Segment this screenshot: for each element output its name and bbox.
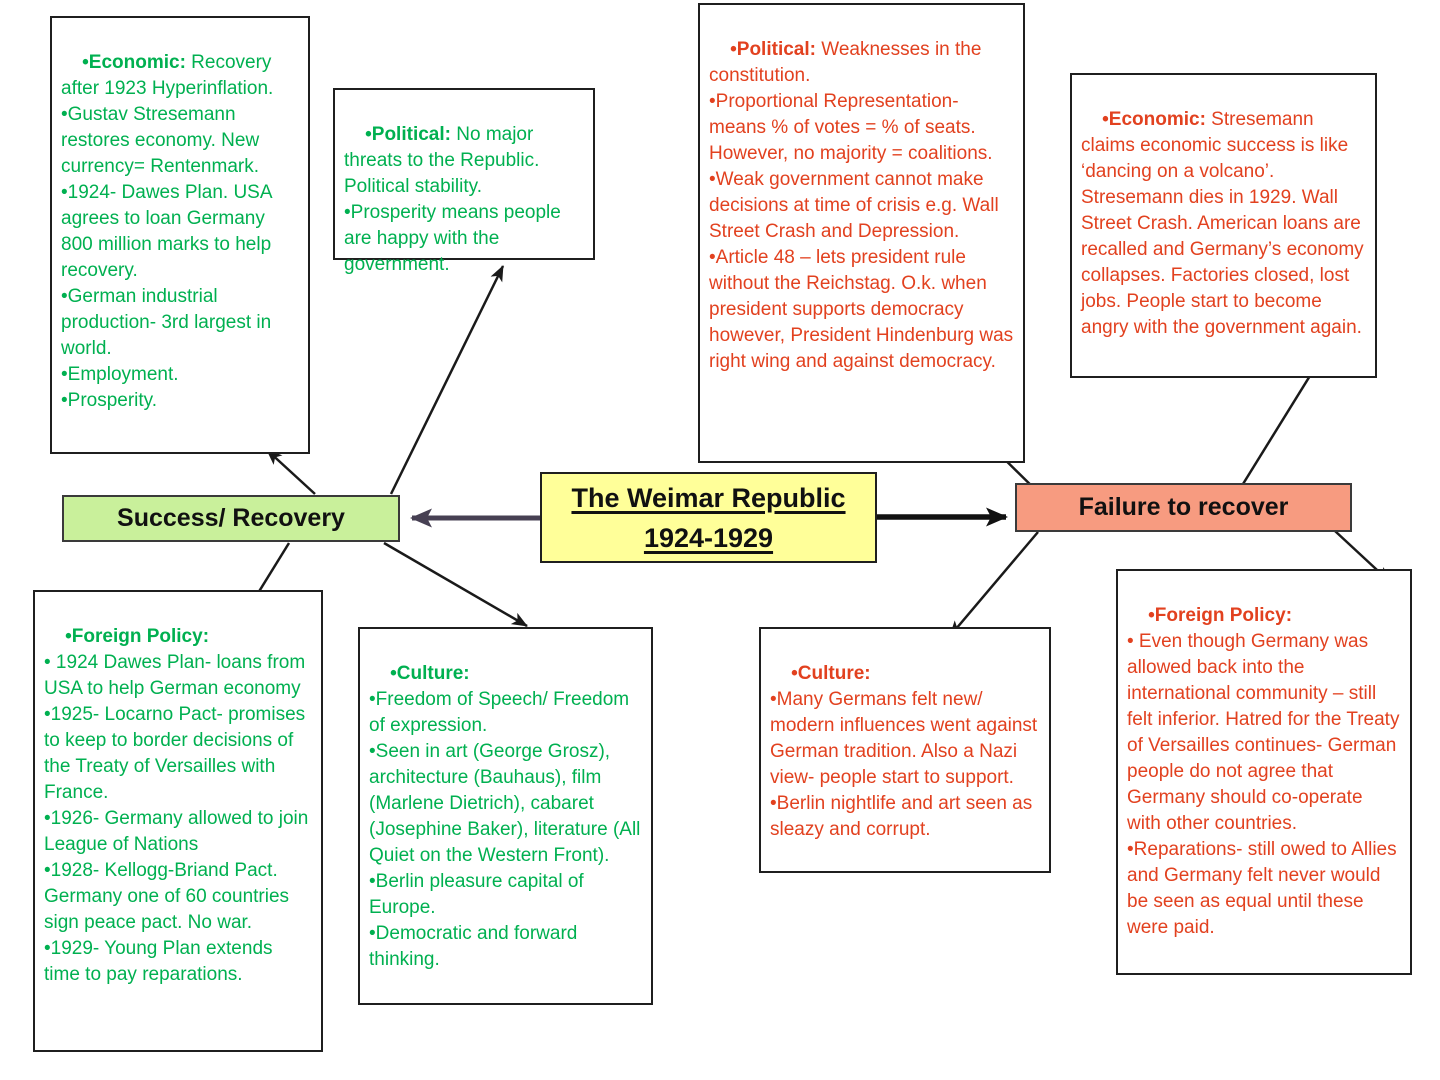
failure-culture-text: •Many Germans felt new/ modern influence… xyxy=(770,689,1038,840)
title-line-1: The Weimar Republic xyxy=(571,482,846,513)
success-recovery-label: Success/ Recovery xyxy=(62,495,400,542)
success-foreign-policy-text: • 1924 Dawes Plan- loans from USA to hel… xyxy=(44,652,309,985)
success-political-box: •Political: No major threats to the Repu… xyxy=(333,88,595,275)
success-recovery-label-text: Success/ Recovery xyxy=(117,504,345,532)
failure-foreign-policy-heading: •Foreign Policy: xyxy=(1148,605,1293,626)
failure-to-recover-label: Failure to recover xyxy=(1015,483,1352,532)
failure-political-text: Weaknesses in the constitution. •Proport… xyxy=(709,39,1014,372)
success-economic-text: Recovery after 1923 Hyperinflation. •Gus… xyxy=(61,52,274,411)
failure-to-recover-label-text: Failure to recover xyxy=(1078,493,1289,521)
central-title-box: The Weimar Republic 1924-1929 xyxy=(540,472,877,563)
title-line-2: 1924-1929 xyxy=(643,522,774,553)
success-foreign-policy-heading: •Foreign Policy: xyxy=(65,626,210,647)
failure-economic-text: Stresemann claims economic success is li… xyxy=(1081,109,1369,338)
failure-culture-box: •Culture: •Many Germans felt new/ modern… xyxy=(759,627,1051,873)
failure-foreign-policy-box: •Foreign Policy: • Even though Germany w… xyxy=(1116,569,1412,975)
success-economic-box: •Economic: Recovery after 1923 Hyperinfl… xyxy=(50,16,310,454)
success-culture-heading: •Culture: xyxy=(390,663,470,684)
failure-political-heading: •Political: xyxy=(730,39,816,60)
failure-economic-heading: •Economic: xyxy=(1102,109,1206,130)
failure-economic-box: •Economic: Stresemann claims economic su… xyxy=(1070,73,1377,378)
success-economic-heading: •Economic: xyxy=(82,52,186,73)
success-culture-box: •Culture: •Freedom of Speech/ Freedom of… xyxy=(358,627,653,1005)
success-foreign-policy-box: •Foreign Policy: • 1924 Dawes Plan- loan… xyxy=(33,590,323,1052)
success-political-text: No major threats to the Republic. Politi… xyxy=(344,124,561,275)
success-political-heading: •Political: xyxy=(365,124,451,145)
arrow-success-to-economic xyxy=(266,449,316,495)
failure-political-box: •Political: Weaknesses in the constituti… xyxy=(698,3,1025,463)
arrow-success-to-political xyxy=(389,265,505,495)
failure-culture-heading: •Culture: xyxy=(791,663,871,684)
arrow-failure-to-culture xyxy=(949,531,1039,637)
success-culture-text: •Freedom of Speech/ Freedom of expressio… xyxy=(369,689,641,970)
arrow-success-to-culture xyxy=(383,541,528,628)
failure-foreign-policy-text: • Even though Germany was allowed back i… xyxy=(1127,631,1400,938)
